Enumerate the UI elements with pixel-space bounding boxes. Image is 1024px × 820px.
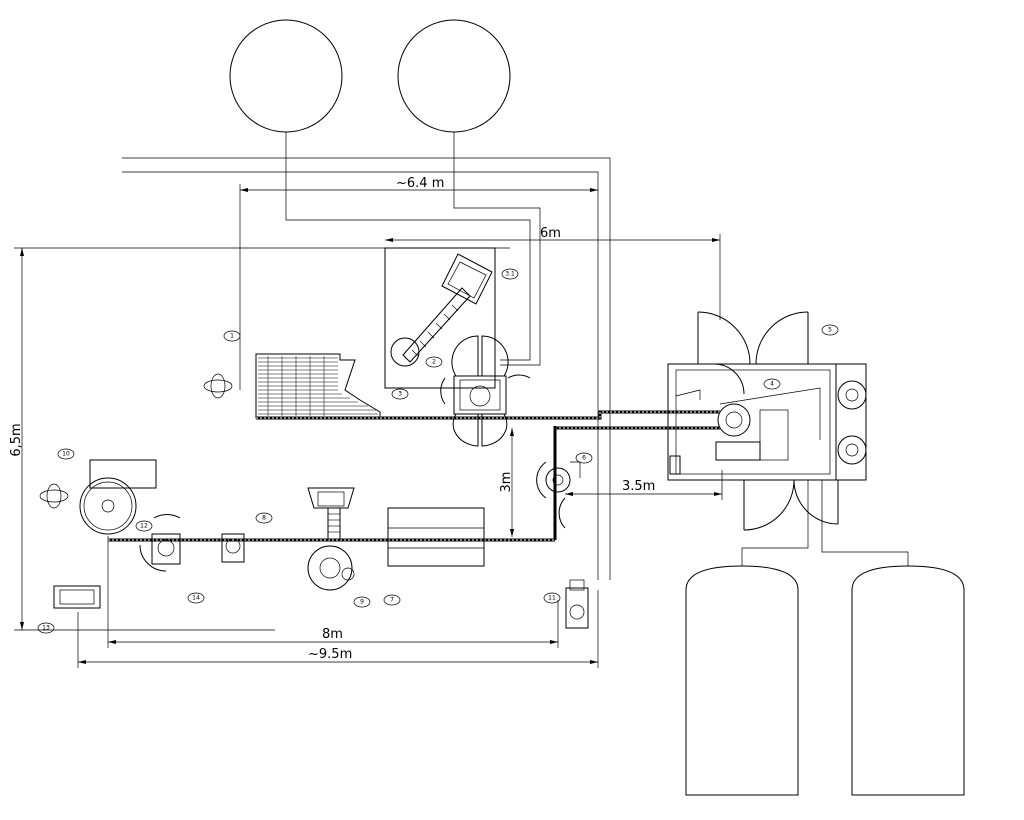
- callout-9: 9: [353, 596, 371, 608]
- svg-text:11: 11: [548, 595, 556, 602]
- svg-text:14: 14: [192, 595, 200, 602]
- labelling-table-7: [387, 507, 485, 567]
- callout-1: 1: [223, 330, 241, 342]
- dimension-label-bottom-outer: ~9.5m: [308, 647, 352, 662]
- storage-tank-bottom-right: [851, 565, 965, 796]
- callout-2: 2: [425, 356, 443, 368]
- service-lines: [122, 157, 611, 580]
- dimension-vertical-gap: 3m: [499, 428, 514, 537]
- svg-text:2: 2: [432, 359, 436, 366]
- svg-text:8: 8: [262, 515, 266, 522]
- svg-text:13: 13: [42, 625, 50, 632]
- svg-text:4: 4: [770, 381, 774, 388]
- svg-text:3: 3: [398, 391, 402, 398]
- main-conveyor-upper: [256, 410, 720, 540]
- dimension-right-gap: 3.5m: [565, 470, 723, 500]
- capping-machine-9: [307, 487, 355, 591]
- packing-table-13: [53, 585, 101, 609]
- operator-symbol-10: [39, 483, 69, 509]
- svg-text:7: 7: [390, 597, 394, 604]
- door-filler-room: [697, 311, 839, 531]
- svg-text:5: 5: [828, 327, 832, 334]
- callout-4: 4: [763, 378, 781, 390]
- callout-12: 12: [135, 520, 153, 532]
- rotary-accumulation-table-10: [79, 459, 157, 535]
- svg-text:6: 6: [582, 455, 586, 462]
- callout-11: 11: [543, 592, 561, 604]
- dimension-bottom-inner: 8m: [107, 536, 559, 648]
- tank-feed-lines: [741, 480, 909, 566]
- conveyor-drive-8: [221, 533, 245, 563]
- transfer-unit-12: [139, 514, 181, 572]
- dimension-label-top: ~6.4 m: [396, 176, 444, 191]
- storage-tank-bottom-left: [685, 565, 799, 796]
- filler-room: [667, 363, 867, 481]
- compressor-11: [565, 579, 589, 629]
- dimension-label-vertical-gap: 3m: [499, 472, 514, 493]
- callout-5: 5: [821, 324, 839, 336]
- station-6-turntable: [536, 461, 581, 529]
- callout-10: 10: [57, 448, 75, 460]
- callout-13: 13: [37, 622, 55, 634]
- dimension-label-middle: 6m: [540, 226, 561, 241]
- svg-text:3.1: 3.1: [505, 271, 515, 278]
- callout-7: 7: [383, 594, 401, 606]
- dimension-bottom-outer: ~9.5m: [77, 590, 599, 668]
- dimension-left: 6,5m: [9, 247, 510, 631]
- dimension-label-left: 6,5m: [9, 423, 24, 456]
- blowing-machine: [440, 335, 531, 447]
- svg-text:9: 9: [360, 599, 364, 606]
- storage-tank-top-left: [229, 19, 531, 361]
- svg-text:10: 10: [62, 451, 70, 458]
- dimension-label-right-gap: 3.5m: [622, 479, 655, 494]
- operator-symbol-1: [203, 373, 233, 399]
- callout-3: 3: [391, 388, 409, 400]
- callout-8: 8: [255, 512, 273, 524]
- callout-6: 6: [575, 452, 593, 464]
- svg-text:12: 12: [140, 523, 148, 530]
- bottle-elevator: [384, 247, 496, 389]
- callout-14: 14: [187, 592, 205, 604]
- infeed-accumulation-table: [255, 353, 381, 419]
- svg-text:1: 1: [230, 333, 234, 340]
- dimension-top: ~6.4 m: [239, 176, 598, 390]
- callout-3-1: 3.1: [501, 268, 519, 280]
- dimension-middle: 6m: [385, 226, 721, 320]
- dimension-label-bottom-inner: 8m: [322, 627, 343, 642]
- storage-tank-top-right: [397, 19, 541, 366]
